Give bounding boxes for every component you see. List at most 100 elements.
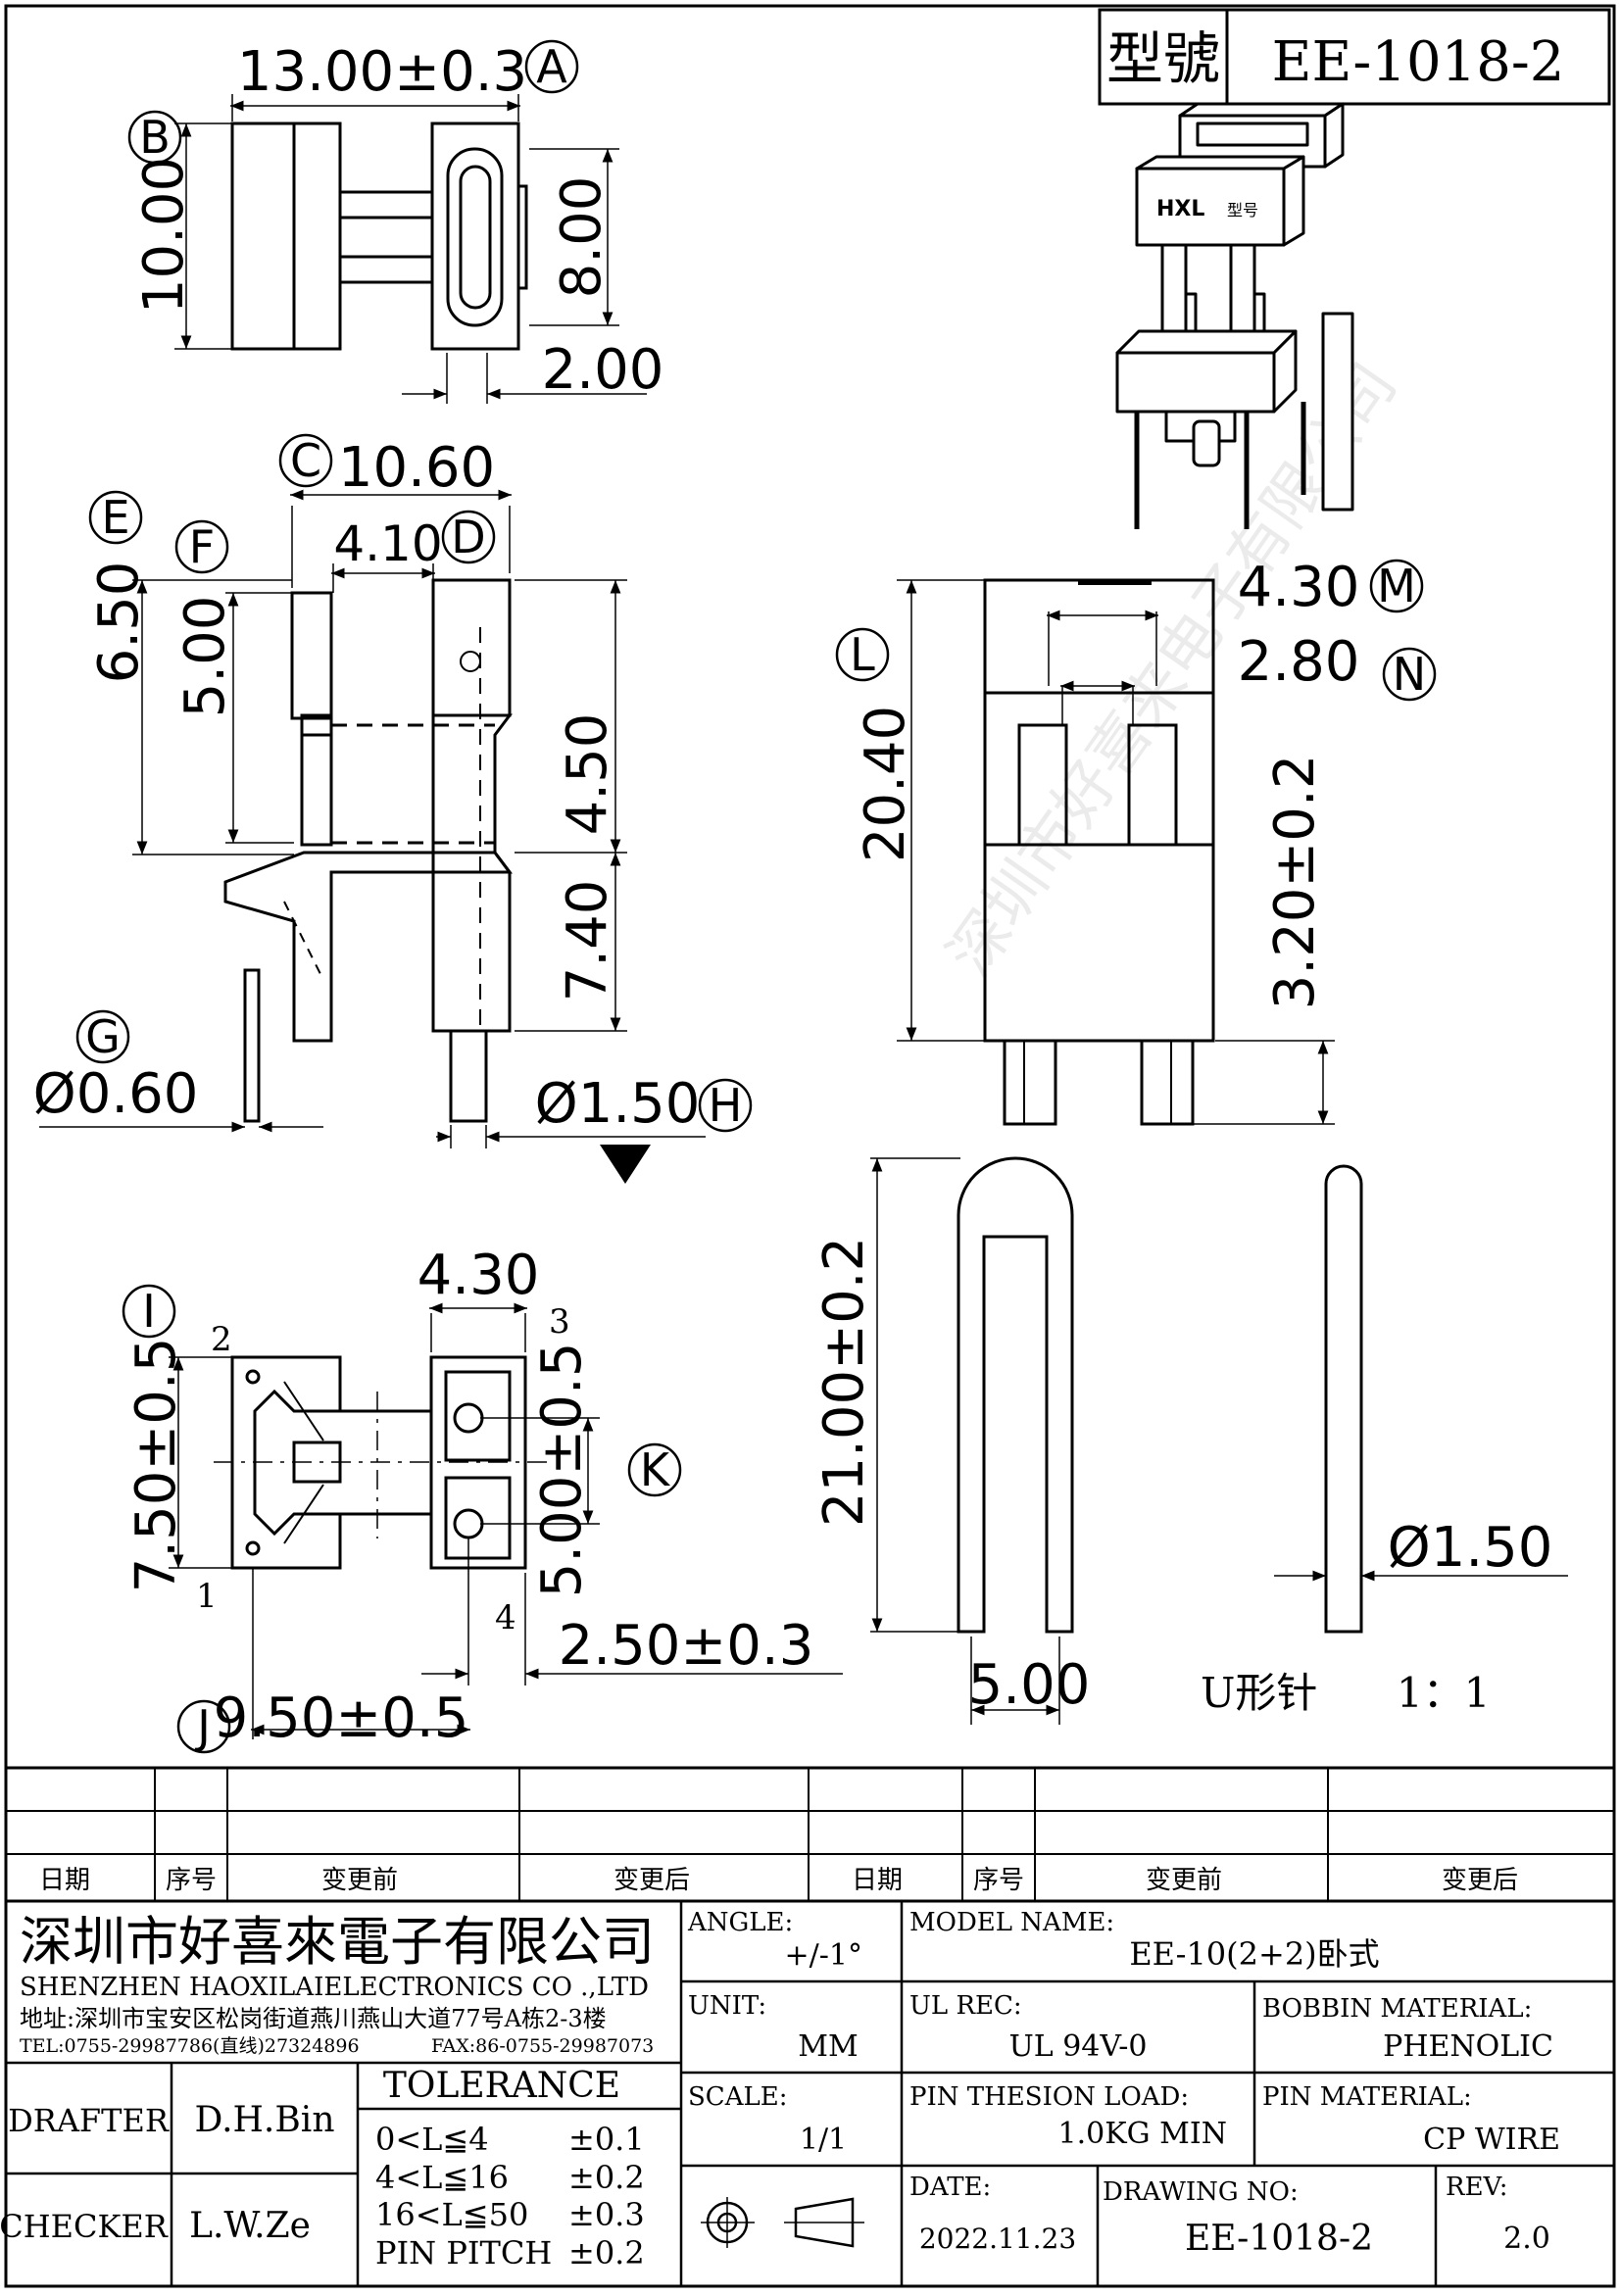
ul-value: UL 94V-0 [1008,2029,1147,2064]
tolerance-range-2: 16<L≦50 [375,2196,528,2233]
date-value: 2022.11.23 [919,2223,1076,2255]
u-pin-labels: 21.00±0.2 5.00 Ø1.50 U形针 1：1 [812,1237,1552,1717]
bottom-view [169,1302,843,1739]
tolerance-value-1: ±0.2 [568,2159,645,2196]
tolerance-block: TOLERANCE 0<L≦4 ±0.1 4<L≦16 ±0.2 16<L≦50… [375,2066,645,2272]
company-fax: FAX:86-0755-29987073 [431,2035,654,2057]
callout-d: D [451,511,485,563]
callout-circle-i [122,1284,176,1339]
rev-col-seq-1: 序号 [166,1866,217,1895]
callout-circle-e [88,490,143,545]
projection-symbol-icon [701,2197,864,2248]
callout-circle-l [835,627,890,682]
dim-h3: 4.50 [556,713,619,836]
rev-col-before-2: 变更前 [1146,1866,1222,1895]
callout-h: H [709,1079,743,1132]
dim-offset: 2.50±0.3 [559,1614,814,1678]
rev-value: 2.0 [1503,2222,1550,2256]
callout-j: J [194,1700,211,1753]
callout-e: E [101,491,129,544]
dim-h-e: 6.50 [87,562,151,684]
revision-table [6,1766,1614,1903]
tolerance-value-2: ±0.3 [568,2196,645,2233]
checker-name: L.W.Ze [189,2206,311,2246]
callout-i: I [142,1285,156,1338]
dim-pin-len: 3.20±0.2 [1263,755,1327,1010]
dim-u-length: 21.00±0.2 [812,1237,876,1527]
front-view-labels: 4.30 M 2.80 N L 20.40 3.20±0.2 [835,556,1437,1010]
drawing-no-label: DRAWING NO: [1103,2177,1299,2207]
pin-material-value: CP WIRE [1423,2123,1560,2157]
dim-height-i: 7.50±0.5 [124,1338,188,1593]
dim-wall: 2.00 [542,338,664,402]
callout-b: B [139,111,171,164]
dim-pitch-k: 5.00±0.5 [530,1343,594,1598]
revision-table-headers: 日期 序号 变更前 变更后 日期 序号 变更前 变更后 [39,1866,1518,1895]
callout-l: L [850,628,875,681]
callout-circle-d [441,510,496,564]
dim-u-width: 5.00 [968,1653,1091,1717]
dim-width-a: 13.00±0.3 [237,40,527,104]
tension-value: 1.0KG MIN [1058,2117,1227,2151]
company-name-cn: 深圳市好喜來電子有限公司 [20,1911,655,1973]
people-block: DRAFTER D.H.Bin CHECKER L.W.Ze [0,2100,335,2246]
company-address: 地址:深圳市宝安区松岗街道燕川燕山大道77号A栋2-3楼 [20,2005,607,2032]
model-label: 型號 [1106,25,1220,92]
callout-circle-k [627,1442,682,1497]
rev-col-date-2: 日期 [852,1866,903,1895]
dim-span: 9.50±0.5 [214,1686,469,1750]
angle-label: ANGLE: [687,1908,793,1937]
callout-circle-m [1369,559,1424,613]
dim-pin-small: Ø0.60 [33,1062,199,1126]
unit-label: UNIT: [688,1991,766,2021]
unit-value: MM [798,2029,858,2064]
callout-circle-j [176,1699,231,1754]
section-arrow-icon [600,1145,651,1184]
bottom-view-labels: 4.30 I 7.50±0.5 5.00±0.5 K 2.50±0.3 J 9.… [122,1244,814,1754]
product-3d-view [1115,102,1354,529]
dim-height-b: 10.00 [132,157,196,314]
rev-col-after-1: 变更后 [614,1866,690,1895]
side-view-labels: C 10.60 4.10 D E F 6.50 5.00 4.50 7.40 G… [33,433,753,1136]
angle-value: +/-1° [785,1938,862,1973]
rev-col-after-2: 变更后 [1442,1866,1518,1895]
date-label: DATE: [909,2173,991,2202]
callout-c: C [290,434,321,487]
u-pin-caption: U形针 [1201,1669,1317,1717]
pin-number-3: 3 [549,1302,570,1342]
model-name-value: EE-10(2+2)卧式 [1129,1935,1379,1973]
title-block-grid [6,1901,1614,2286]
dim-u-dia: Ø1.50 [1388,1516,1553,1580]
rev-col-seq-2: 序号 [973,1866,1024,1895]
drafter-name: D.H.Bin [194,2100,334,2140]
callout-circle-c [278,433,333,488]
model-value: EE-1018-2 [1272,30,1565,94]
u-pin-view [870,1156,1568,1725]
company-block: 深圳市好喜來電子有限公司 SHENZHEN HAOXILAIELECTRONIC… [20,1911,655,2057]
tolerance-range-1: 4<L≦16 [375,2159,509,2196]
bobbin-value: PHENOLIC [1383,2029,1553,2064]
pin-material-label: PIN MATERIAL: [1262,2082,1472,2112]
top-view [174,94,647,404]
tolerance-value-0: ±0.1 [568,2121,645,2158]
company-tel: TEL:0755-29987786(直线)27324896 [20,2035,360,2057]
front-view [897,578,1335,1126]
dim-w-m: 4.30 [1238,556,1360,619]
callout-circle-a [524,39,579,94]
drafter-label: DRAFTER [8,2102,170,2139]
tolerance-value-3: ±0.2 [568,2234,645,2272]
top-view-labels: 13.00±0.3 A B 10.00 8.00 2.00 [127,39,664,402]
header-model-box: 型號 EE-1018-2 [1098,8,1611,106]
company-name-en: SHENZHEN HAOXILAIELECTRONICS CO .,LTD [20,1973,649,2002]
callout-f: F [189,520,215,573]
rev-col-date-1: 日期 [39,1866,90,1895]
pin-number-4: 4 [495,1598,516,1637]
side-view [39,489,706,1148]
dim-w-n: 2.80 [1238,630,1360,694]
rev-col-before-1: 变更前 [321,1866,398,1895]
product-mark: 型号 [1227,201,1258,220]
callout-g: G [85,1010,121,1063]
callout-circle-g [75,1009,130,1064]
